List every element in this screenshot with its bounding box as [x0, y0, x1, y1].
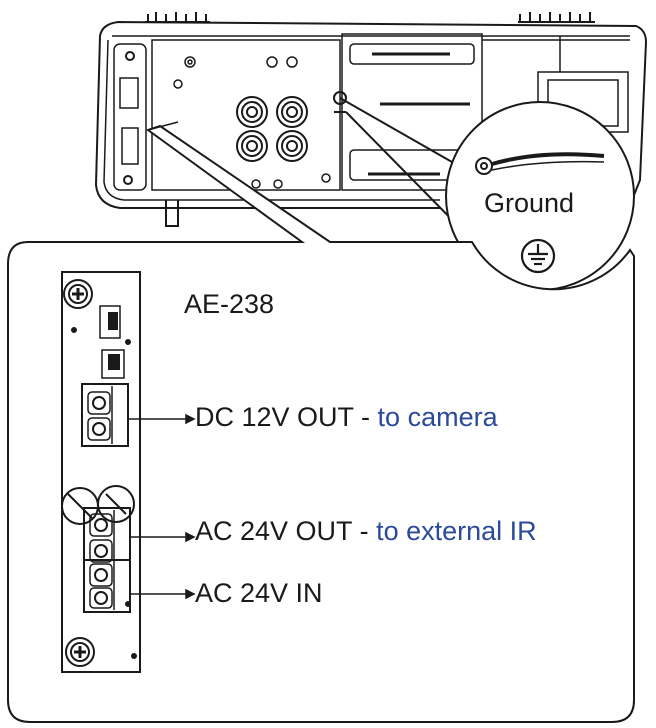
screw-icon — [65, 637, 95, 667]
ground-wire-icon — [475, 152, 605, 175]
ground-callout — [339, 97, 635, 291]
dc-out-dash: - — [353, 402, 378, 432]
dc-out-label: DC 12V OUT - to camera — [195, 404, 498, 431]
dc-out-text: DC 12V OUT — [195, 402, 354, 432]
terminal-callout — [7, 121, 635, 723]
ground-label: Ground — [484, 188, 575, 218]
ac-in-label: AC 24V IN — [195, 578, 323, 608]
screw-icon — [61, 485, 135, 525]
ac-out-label: AC 24V OUT - to external IR — [195, 518, 537, 545]
screw-icon — [63, 279, 93, 309]
leader-arrows — [128, 413, 196, 600]
ground-symbol-icon — [520, 238, 556, 274]
housing-shell — [94, 20, 648, 209]
model-label: AE-238 — [184, 289, 275, 319]
terminal-block-icon — [83, 507, 131, 613]
dc-out-destination: to camera — [377, 402, 498, 432]
terminal-board — [61, 271, 141, 673]
grommet-icon — [236, 96, 308, 162]
camera-housing — [94, 12, 648, 227]
ac-out-destination: to external IR — [376, 516, 537, 546]
housing-top-rail — [145, 12, 595, 23]
terminal-block-icon — [81, 383, 129, 447]
ac-out-dash: - — [352, 516, 377, 546]
ac-out-text: AC 24V OUT — [195, 516, 353, 546]
callout-box — [7, 124, 635, 723]
